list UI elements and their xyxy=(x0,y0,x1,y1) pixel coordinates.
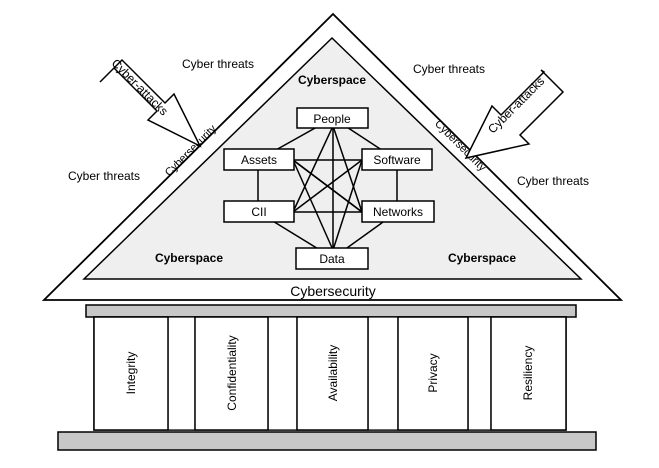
cyberspace-label-right: Cyberspace xyxy=(448,251,516,265)
cyberspace-label-top: Cyberspace xyxy=(298,73,366,87)
node-data: Data xyxy=(295,247,369,270)
pillar-confidentiality: Confidentiality xyxy=(194,316,269,431)
pillar-gap-1 xyxy=(167,316,196,431)
pillar-resiliency: Resiliency xyxy=(490,316,567,431)
node-networks-label: Networks xyxy=(373,205,423,219)
pillar-privacy-label: Privacy xyxy=(426,353,440,392)
node-people: People xyxy=(296,107,369,129)
cybersecurity-roof-label: Cybersecurity xyxy=(290,283,376,299)
cyber-threats-top-left: Cyber threats xyxy=(182,57,254,71)
cyber-attacks-label-left: Cyber-attacks xyxy=(109,56,171,118)
node-software-label: Software xyxy=(373,153,421,167)
cyberspace-label-left: Cyberspace xyxy=(155,251,223,265)
pillar-integrity-label: Integrity xyxy=(124,352,138,395)
node-people-label: People xyxy=(313,112,351,126)
pillar-availability-label: Availability xyxy=(326,345,340,401)
pillar-gap-2 xyxy=(267,316,298,431)
node-assets-label: Assets xyxy=(241,153,277,167)
pillar-integrity: Integrity xyxy=(93,316,169,431)
node-data-label: Data xyxy=(319,252,345,266)
node-networks: Networks xyxy=(361,200,435,223)
pillar-gap-3 xyxy=(367,316,399,431)
cyber-threats-mid-right: Cyber threats xyxy=(517,174,589,188)
pillar-gap-4 xyxy=(467,316,492,431)
pillar-resiliency-label: Resiliency xyxy=(521,346,535,401)
pillar-confidentiality-label: Confidentiality xyxy=(225,335,239,410)
roof-beam xyxy=(85,304,577,318)
node-assets: Assets xyxy=(223,148,295,171)
node-cii: CII xyxy=(223,200,295,223)
node-cii-label: CII xyxy=(251,205,266,219)
pillar-availability: Availability xyxy=(296,316,369,431)
cyber-threats-mid-left: Cyber threats xyxy=(68,169,140,183)
cyber-attacks-arrow-right: Cyber-attacks xyxy=(464,69,565,160)
cyber-threats-top-right: Cyber threats xyxy=(413,62,485,76)
node-software: Software xyxy=(361,148,433,171)
pillar-privacy: Privacy xyxy=(397,316,469,431)
foundation-base xyxy=(57,431,597,451)
